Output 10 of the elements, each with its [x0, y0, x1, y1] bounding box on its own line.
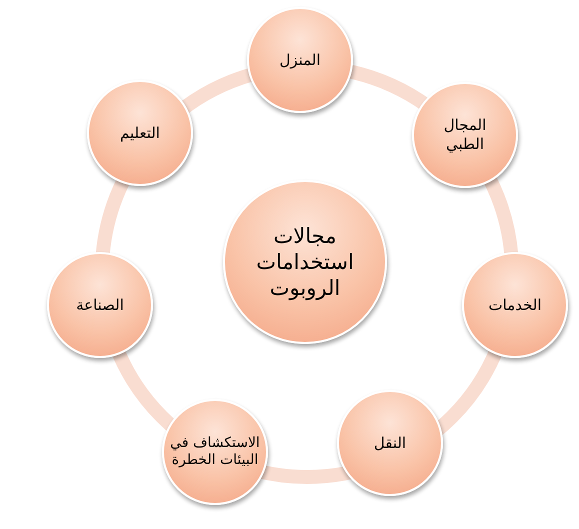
topic-label: التعليم [119, 124, 161, 142]
topic-label: النقل [372, 434, 408, 452]
topic-circle [162, 399, 268, 505]
topic-circle [412, 82, 518, 188]
topic-label: المنزل [278, 50, 322, 70]
topic-label: المجال الطبي [442, 116, 488, 154]
topic-label: الخدمات [487, 296, 543, 314]
topic-label: الصناعة [75, 296, 125, 314]
title-text: مجالات استخدامات الروبوت [255, 222, 355, 302]
topic-label: الاستكشاف في البيئات الخطرة [169, 434, 261, 470]
